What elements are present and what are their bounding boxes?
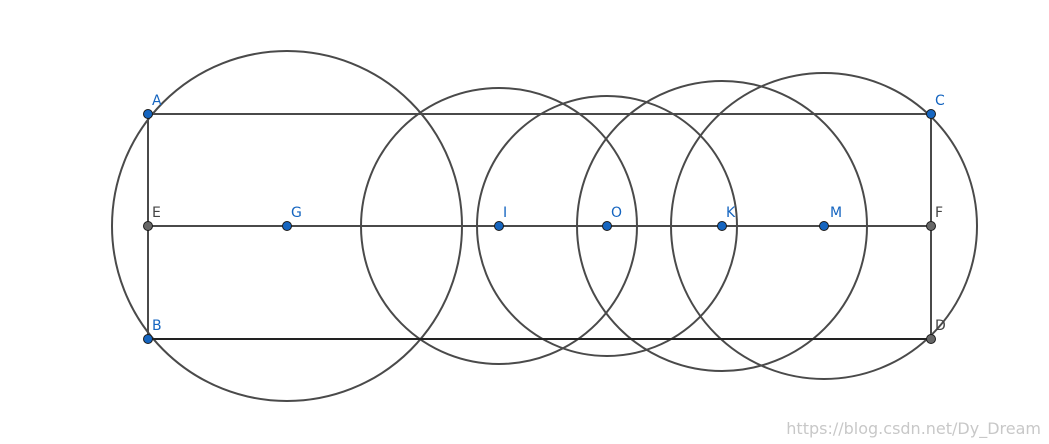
segments (147, 113, 932, 340)
point-label-B: B (152, 318, 162, 334)
point-F (926, 221, 936, 231)
point-A (143, 109, 153, 119)
point-E (143, 221, 153, 231)
point-label-F: F (935, 205, 943, 221)
point-B (143, 334, 153, 344)
points: A C E G I O K M F B D (143, 93, 946, 344)
point-M (819, 221, 829, 231)
point-C (926, 109, 936, 119)
point-O (602, 221, 612, 231)
point-label-O: O (611, 205, 622, 221)
point-I (494, 221, 504, 231)
point-label-I: I (503, 205, 507, 221)
watermark-text: https://blog.csdn.net/Dy_Dream (786, 419, 1041, 438)
point-label-K: K (726, 205, 736, 221)
point-K (717, 221, 727, 231)
point-label-A: A (152, 93, 162, 109)
point-D (926, 334, 936, 344)
point-label-E: E (152, 205, 161, 221)
point-label-G: G (291, 205, 302, 221)
point-label-M: M (830, 205, 842, 221)
point-label-C: C (935, 93, 945, 109)
point-G (282, 221, 292, 231)
point-label-D: D (935, 318, 946, 334)
